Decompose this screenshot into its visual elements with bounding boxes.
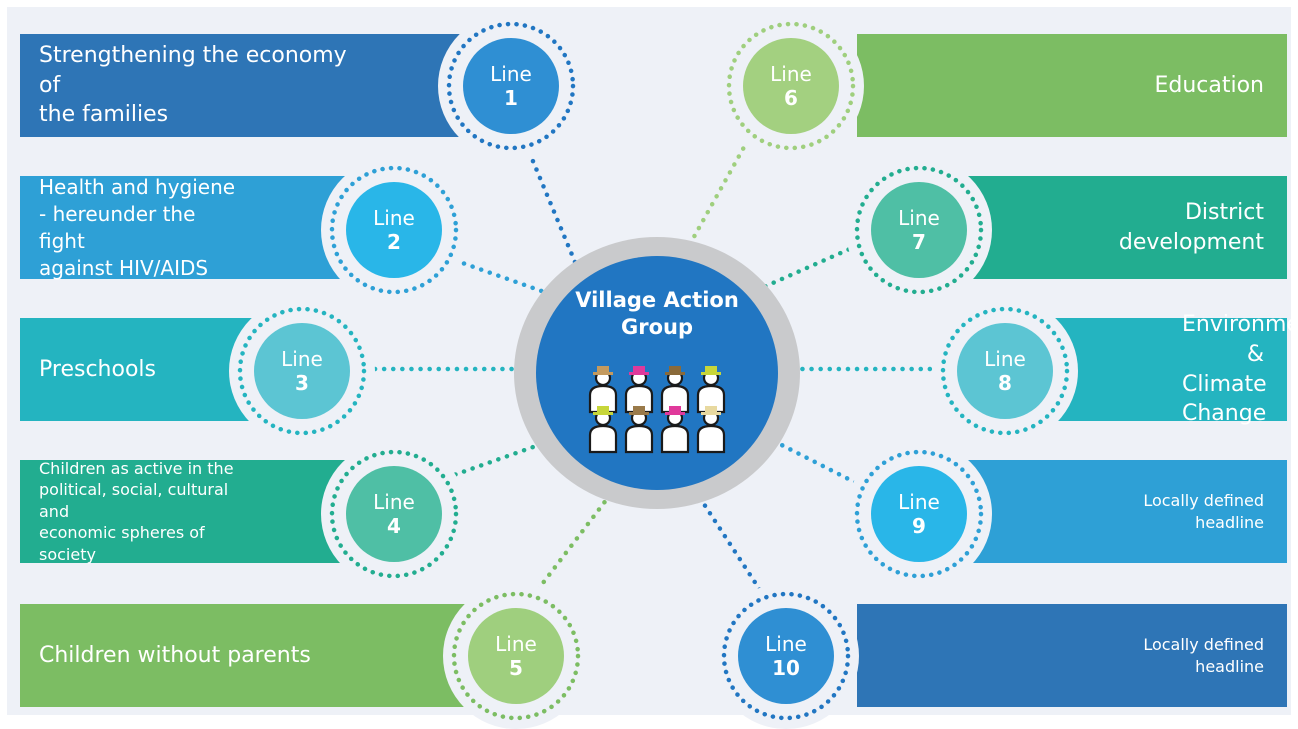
- line-4-text-3: economic spheres of society: [39, 523, 205, 564]
- connector-line-10: [697, 495, 763, 593]
- line-5-badge: Line 5: [443, 583, 589, 729]
- line-9-number: 9: [912, 513, 926, 538]
- line-3-bar: Preschools: [20, 318, 270, 421]
- line-1-disk: Line 1: [463, 38, 559, 134]
- line-2-text-3: against HIV/AIDS: [39, 255, 209, 280]
- connector-line-9: [763, 434, 873, 493]
- line-6-text-1: Education: [1154, 72, 1264, 98]
- line-9-text-2: headline: [1195, 512, 1264, 532]
- line-5-prefix: Line: [495, 631, 537, 656]
- line-4-text-2: political, social, cultural and: [39, 480, 229, 521]
- line-2-number: 2: [387, 229, 401, 254]
- line-2-bar: Health and hygiene - hereunder the fight…: [20, 174, 355, 280]
- line-1-dotted-ring: [446, 21, 576, 151]
- line-3-prefix: Line: [281, 346, 323, 371]
- line-9-badge: Line 9: [846, 441, 992, 587]
- line-9-text-1: Locally defined: [1143, 490, 1264, 510]
- line-1-text-1: Strengthening the economy of: [39, 42, 347, 98]
- line-6-dotted-ring: [726, 21, 856, 151]
- person-figure-7: [660, 406, 690, 454]
- line-5-dotted-ring: [451, 591, 581, 721]
- line-4-text-1: Children as active in the: [39, 458, 234, 478]
- line-7-dotted-ring: [854, 165, 984, 295]
- connector-line-6: [687, 137, 751, 247]
- line-8-dotted-ring: [940, 306, 1070, 436]
- line-7-disk: Line 7: [871, 182, 967, 278]
- line-8-text-1: Environment &: [1182, 312, 1298, 367]
- line-8-text-2: Climate Change: [1182, 371, 1267, 427]
- line-7-prefix: Line: [898, 205, 940, 230]
- line-10-disk: Line 10: [738, 608, 834, 704]
- line-2-text-2: - hereunder the fight: [39, 201, 196, 253]
- line-4-bar: Children as active in the political, soc…: [20, 458, 355, 564]
- line-8-disk: Line 8: [957, 323, 1053, 419]
- line-9-dotted-ring: [854, 449, 984, 579]
- line-1-text-2: the families: [39, 102, 169, 128]
- line-3-text-1: Preschools: [39, 356, 156, 382]
- line-10-dotted-ring: [721, 591, 851, 721]
- person-figure-6: [624, 406, 654, 454]
- line-3-number: 3: [295, 370, 309, 395]
- person-figure-1: [588, 366, 618, 414]
- person-figure-4: [696, 366, 726, 414]
- line-1-bar: Strengthening the economy of the familie…: [20, 34, 483, 137]
- line-9-prefix: Line: [898, 489, 940, 514]
- line-8-badge: Line 8: [932, 298, 1078, 444]
- line-8-bar: Environment & Climate Change: [1047, 312, 1298, 426]
- line-10-text-2: headline: [1195, 656, 1264, 676]
- line-7-text-2: development: [1118, 229, 1264, 255]
- line-3-dotted-ring: [237, 306, 367, 436]
- line-4-badge: Line 4: [321, 441, 467, 587]
- line-4-number: 4: [387, 513, 401, 538]
- line-10-text-1: Locally defined: [1143, 634, 1264, 654]
- line-2-text-1: Health and hygiene: [39, 174, 236, 199]
- line-2-disk: Line 2: [346, 182, 442, 278]
- line-9-bar: Locally defined headline: [960, 460, 1287, 563]
- line-6-disk: Line 6: [743, 38, 839, 134]
- line-6-number: 6: [784, 85, 798, 110]
- line-10-prefix: Line: [765, 631, 807, 656]
- line-1-number: 1: [504, 85, 518, 110]
- line-7-badge: Line 7: [846, 157, 992, 303]
- line-6-badge: Line 6: [718, 13, 864, 159]
- connector-line-5: [527, 492, 613, 603]
- line-6-prefix: Line: [770, 61, 812, 86]
- line-5-disk: Line 5: [468, 608, 564, 704]
- line-10-badge: Line 10: [713, 583, 859, 729]
- hub-title-line-1: Village Action: [575, 288, 739, 312]
- line-10-bar: Locally defined headline: [857, 604, 1287, 707]
- line-2-dotted-ring: [329, 165, 459, 295]
- line-1-prefix: Line: [490, 61, 532, 86]
- line-7-text-1: District: [1184, 199, 1264, 225]
- village-action-group-hub: Village Action Group: [536, 256, 778, 490]
- group-of-people-icon: [588, 366, 726, 454]
- line-5-bar: Children without parents: [20, 604, 483, 707]
- line-4-disk: Line 4: [346, 466, 442, 562]
- line-3-disk: Line 3: [254, 323, 350, 419]
- line-5-number: 5: [509, 655, 523, 680]
- line-7-bar: District development: [960, 176, 1287, 279]
- hub-title: Village Action Group: [536, 287, 778, 342]
- hub-title-line-2: Group: [620, 315, 693, 340]
- person-figure-3: [660, 366, 690, 414]
- line-2-prefix: Line: [373, 205, 415, 230]
- line-5-text-1: Children without parents: [39, 642, 311, 668]
- line-10-number: 10: [772, 655, 800, 680]
- line-6-bar: Education: [857, 34, 1287, 137]
- line-8-prefix: Line: [984, 346, 1026, 371]
- line-1-badge: Line 1: [438, 13, 584, 159]
- person-figure-5: [588, 406, 618, 454]
- line-8-number: 8: [998, 370, 1012, 395]
- line-4-prefix: Line: [373, 489, 415, 514]
- line-9-disk: Line 9: [871, 466, 967, 562]
- person-figure-8: [696, 406, 726, 454]
- line-7-number: 7: [912, 229, 926, 254]
- person-figure-2: [624, 366, 654, 414]
- line-4-dotted-ring: [329, 449, 459, 579]
- line-2-badge: Line 2: [321, 157, 467, 303]
- connector-line-7: [754, 237, 873, 293]
- line-3-badge: Line 3: [229, 298, 375, 444]
